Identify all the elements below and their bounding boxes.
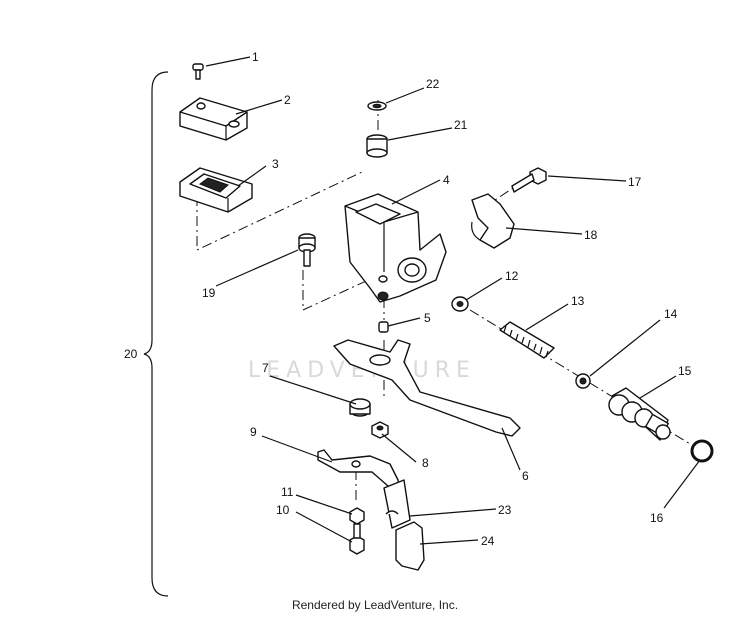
callout-20: 20 <box>124 347 138 361</box>
callout-16: 16 <box>650 511 664 525</box>
part-22-washer <box>367 101 387 111</box>
callout-7: 7 <box>262 361 269 375</box>
part-11-nut <box>349 507 365 525</box>
part-16-snap-ring <box>690 439 714 463</box>
part-1-screw <box>192 63 204 80</box>
part-8-nut <box>371 421 389 439</box>
part-23-switch <box>383 479 411 529</box>
callout-3: 3 <box>272 157 279 171</box>
callout-11: 11 <box>281 485 294 499</box>
callout-5: 5 <box>424 311 431 325</box>
part-24-tag <box>395 521 425 571</box>
callout-2: 2 <box>284 93 291 107</box>
callout-10: 10 <box>276 503 290 517</box>
callout-1: 1 <box>252 50 259 64</box>
part-13-spring <box>499 321 555 359</box>
part-3-diaphragm <box>179 167 253 213</box>
part-19-pivot-bolt <box>298 233 316 267</box>
part-10-bolt <box>349 523 365 555</box>
part-15-piston <box>608 387 671 441</box>
part-4-master-cylinder <box>344 193 447 303</box>
callout-12: 12 <box>505 269 519 283</box>
part-2-reservoir-cover <box>179 97 248 141</box>
leader-lines <box>205 56 701 545</box>
callout-17: 17 <box>628 175 642 189</box>
callout-23: 23 <box>498 503 512 517</box>
part-7-spacer <box>349 398 371 417</box>
callouts: 1 2 3 4 5 6 7 8 9 10 11 12 13 14 15 16 1… <box>124 50 692 548</box>
callout-18: 18 <box>584 228 598 242</box>
callout-24: 24 <box>481 534 495 548</box>
callout-6: 6 <box>522 469 529 483</box>
callout-15: 15 <box>678 364 692 378</box>
callout-13: 13 <box>571 294 585 308</box>
callout-9: 9 <box>250 425 257 439</box>
part-18-clamp <box>471 193 515 249</box>
part-6-brake-lever <box>333 339 521 437</box>
callout-21: 21 <box>454 118 468 132</box>
part-5-pin <box>378 321 389 333</box>
callout-14: 14 <box>664 307 678 321</box>
callout-8: 8 <box>422 456 429 470</box>
part-14-washer <box>575 373 591 389</box>
part-21-bushing <box>366 134 388 158</box>
assembly-bracket <box>143 71 169 597</box>
callout-22: 22 <box>426 77 440 91</box>
credit-line: Rendered by LeadVenture, Inc. <box>291 598 459 612</box>
part-12-washer <box>451 296 469 312</box>
part-17-bolt <box>511 167 547 193</box>
callout-4: 4 <box>443 173 450 187</box>
callout-19: 19 <box>202 286 216 300</box>
